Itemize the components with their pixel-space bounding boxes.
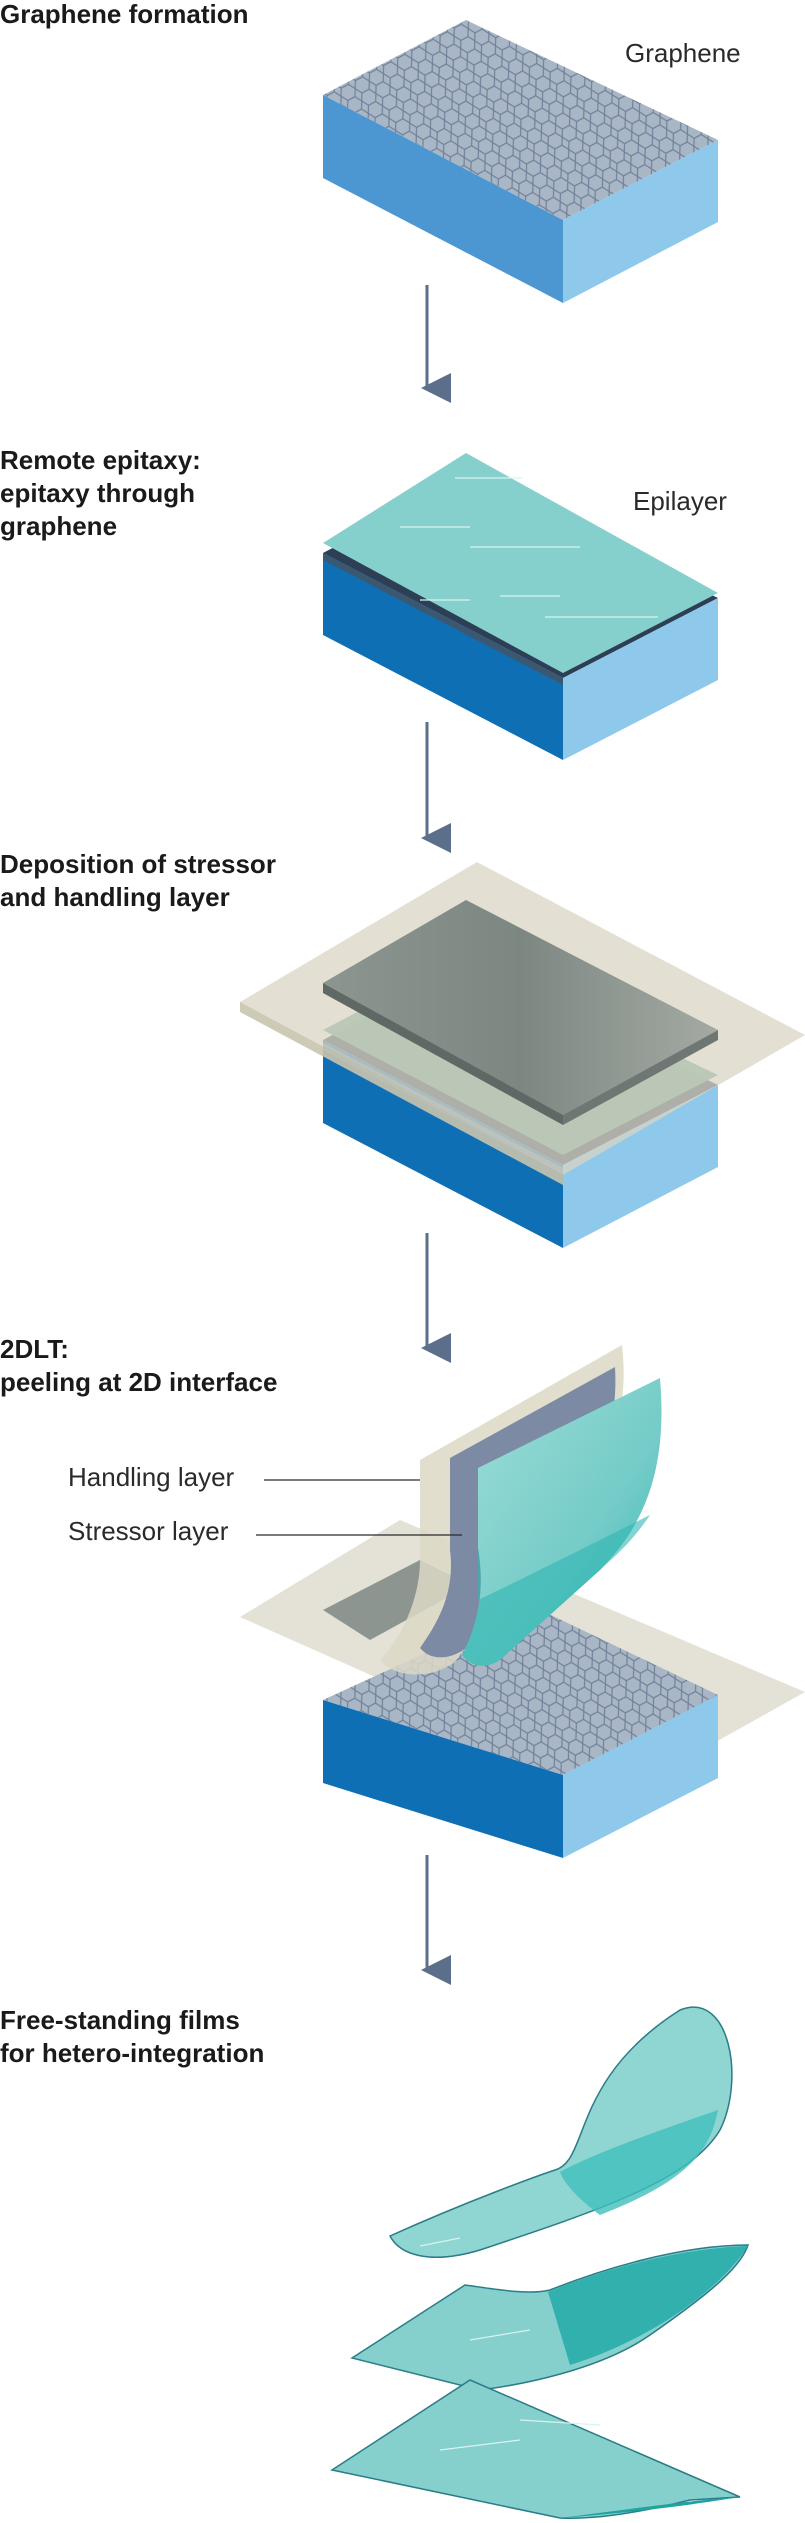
heading-line: Deposition of stressor	[0, 849, 276, 879]
film-bent-shade	[548, 2246, 748, 2365]
heading-line: Graphene formation	[0, 0, 249, 29]
stage-4-stack	[240, 1345, 805, 1858]
substrate-front	[323, 1040, 563, 1248]
substrate-top-hexagonal	[323, 1605, 718, 1775]
film-streaks	[419, 2237, 601, 2451]
stressor-edge	[323, 983, 563, 1125]
heading-line: Free-standing films	[0, 2005, 240, 2035]
stage-3-stack	[240, 862, 805, 1248]
film-curled	[388, 2006, 733, 2258]
substrate-side	[563, 598, 718, 760]
heading-line: and handling layer	[0, 882, 230, 912]
handling-layer-label: Handling layer	[68, 1462, 235, 1492]
film-flat	[330, 2379, 741, 2520]
stage-5-films	[330, 2006, 750, 2520]
graphene-edge	[323, 553, 563, 685]
stage-3-heading: Deposition of stressor and handling laye…	[0, 848, 276, 914]
epilayer	[323, 453, 718, 673]
heading-line: epitaxy through	[0, 478, 196, 508]
film-curled-shade	[560, 2110, 718, 2215]
heading-line: Remote epitaxy:	[0, 445, 201, 475]
substrate-front	[323, 553, 563, 760]
stage-2-heading: Remote epitaxy: epitaxy through graphene	[0, 444, 201, 543]
epilayer-streaks	[400, 477, 658, 618]
substrate-top-hexagonal	[323, 20, 718, 220]
substrate-side	[563, 1695, 718, 1858]
heading-line: graphene	[0, 511, 118, 541]
stressor-edge-side	[563, 1030, 718, 1125]
substrate-side	[563, 1085, 718, 1248]
epilayer-label: Epilayer	[633, 486, 727, 516]
stressor-layer	[323, 900, 718, 1115]
heading-line: peeling at 2D interface	[0, 1367, 278, 1397]
stage-2-stack	[323, 453, 718, 760]
stage-5-heading: Free-standing films for hetero-integrati…	[0, 2004, 264, 2070]
substrate-front	[323, 95, 563, 303]
stressor-layer-label: Stressor layer	[68, 1516, 229, 1546]
stage-1-heading: Graphene formation	[0, 0, 248, 31]
stage-4-heading: 2DLT: peeling at 2D interface	[0, 1333, 277, 1399]
substrate-front	[323, 1700, 563, 1858]
heading-line: 2DLT:	[0, 1334, 69, 1364]
stage-1-substrate	[323, 20, 718, 303]
heading-line: for hetero-integration	[0, 2038, 265, 2068]
graphene-label: Graphene	[625, 38, 741, 68]
substrate-side	[563, 140, 718, 303]
epilayer-curl-shade	[462, 1515, 650, 1666]
handling-edge	[240, 1002, 563, 1185]
film-flat-shade	[560, 2497, 740, 2518]
